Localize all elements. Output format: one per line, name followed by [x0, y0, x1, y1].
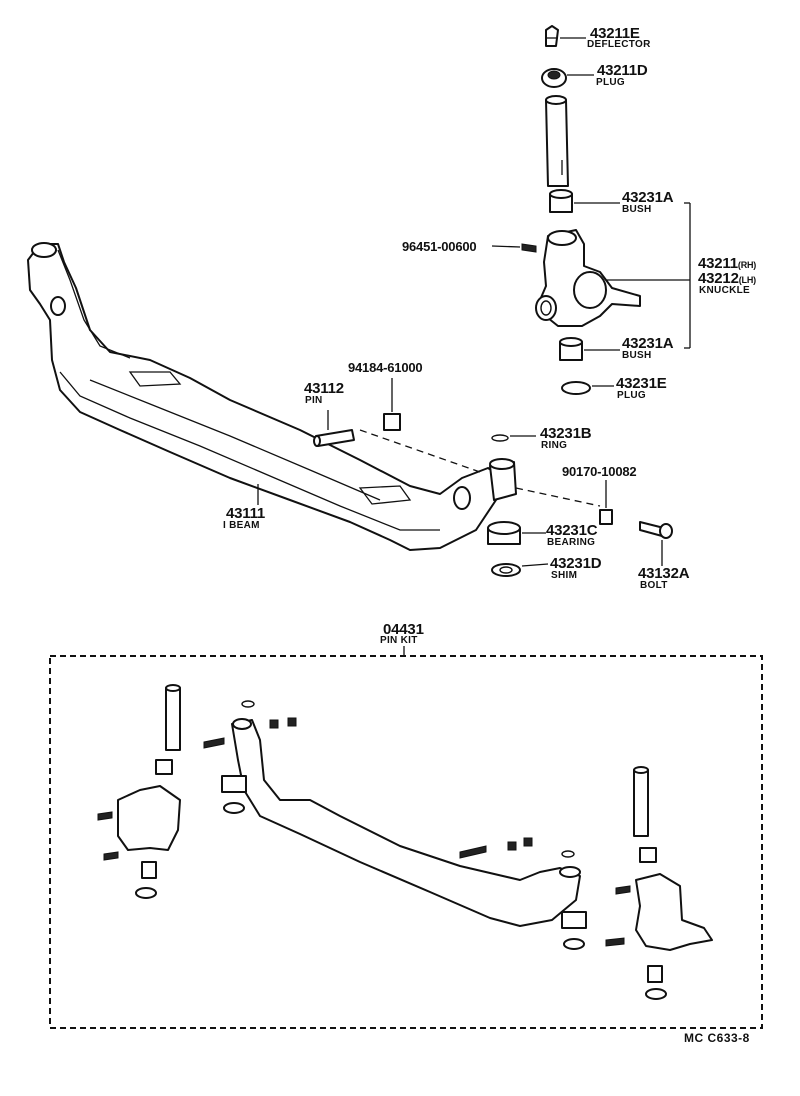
- deflector-part: [545, 25, 586, 47]
- plug-top-part: [541, 68, 594, 88]
- part-number-43212: 43212(LH): [698, 270, 756, 287]
- part-name-bolt: BOLT: [640, 580, 668, 591]
- part-name-plug-bottom: PLUG: [617, 390, 646, 401]
- nut-bottom-part: [599, 480, 613, 525]
- part-name-ring: RING: [541, 440, 568, 451]
- diagram-code: MC C633-8: [684, 1031, 750, 1045]
- part-number-43231d: 43231D: [550, 555, 602, 572]
- part-number-43231a-top: 43231A: [622, 189, 674, 206]
- pin-part: [313, 410, 355, 447]
- part-number-43231a-bottom: 43231A: [622, 335, 674, 352]
- part-number-43231e: 43231E: [616, 375, 667, 392]
- part-number-43132a: 43132A: [638, 565, 690, 582]
- part-number-94184: 94184-61000: [348, 360, 423, 375]
- part-name-shim: SHIM: [551, 570, 578, 581]
- part-number-43112: 43112: [304, 380, 344, 397]
- part-name-plug-top: PLUG: [596, 77, 625, 88]
- part-number-96451: 96451-00600: [402, 239, 477, 254]
- part-name-pin: PIN: [305, 395, 323, 406]
- part-name-pin-kit: PIN KIT: [380, 635, 418, 646]
- shim-part: [491, 563, 549, 577]
- nut-top-part: [383, 378, 401, 431]
- part-number-43111: 43111: [226, 505, 266, 522]
- i-beam-part: [27, 242, 517, 551]
- plug-bottom-part: [561, 381, 614, 395]
- part-number-90170: 90170-10082: [562, 464, 637, 479]
- part-number-04431: 04431: [383, 621, 424, 638]
- part-name-bearing: BEARING: [547, 537, 596, 548]
- bush-bottom-part: [559, 337, 620, 361]
- part-name-bush-top: BUSH: [622, 204, 652, 215]
- part-name-bush-bottom: BUSH: [622, 350, 652, 361]
- part-number-43231b: 43231B: [540, 425, 592, 442]
- part-number-43231c: 43231C: [546, 522, 598, 539]
- pin-kit-contents: [97, 684, 713, 1000]
- ring-part: [491, 434, 536, 442]
- part-name-knuckle: KNUCKLE: [699, 285, 750, 296]
- bearing-part: [487, 521, 546, 545]
- part-name-deflector: DEFLECTOR: [587, 39, 651, 50]
- bush-top-part: [549, 189, 620, 213]
- knuckle-part: [535, 229, 690, 327]
- pin-kit-border: [49, 655, 763, 1029]
- king-pin-part: [545, 95, 569, 187]
- part-number-43211d: 43211D: [597, 62, 648, 79]
- part-name-i-beam: I BEAM: [223, 520, 260, 531]
- bolt-part: [639, 521, 673, 566]
- part-number-43211: 43211(RH): [698, 255, 757, 272]
- grease-fitting-part: [491, 243, 537, 253]
- part-number-43211e: 43211E: [590, 25, 640, 42]
